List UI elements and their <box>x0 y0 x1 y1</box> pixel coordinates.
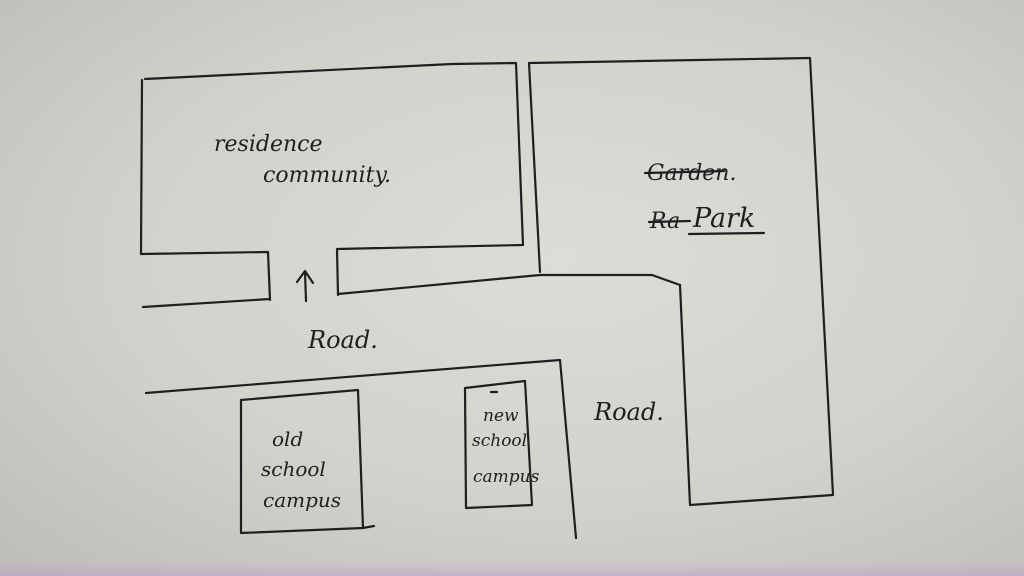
road-main-label: Road. <box>307 326 378 354</box>
new-school-label-line1: new <box>483 406 519 426</box>
residence-community-outline <box>139 61 525 302</box>
park-outline <box>527 56 835 507</box>
entrance-arrow-icon <box>295 269 315 303</box>
park-underline <box>687 231 766 236</box>
road-side-label: Road. <box>593 398 664 426</box>
road-upper-edge <box>141 273 682 309</box>
new-school-campus-outline <box>463 379 534 510</box>
new-school-label-line2: school <box>472 431 527 451</box>
old-school-label-line3: campus <box>263 488 341 512</box>
old-school-label-line2: school <box>261 457 326 481</box>
ra-strikethrough <box>647 219 692 224</box>
road-lower-edge <box>144 358 578 540</box>
garden-strikethrough <box>643 169 726 175</box>
bottom-light-glow <box>0 562 1024 576</box>
new-school-label-line3: campus <box>473 467 540 487</box>
residence-label-line1: residence <box>214 132 322 157</box>
residence-label-line2: community. <box>263 163 391 188</box>
park-label: Park <box>692 203 755 234</box>
old-school-label-line1: old <box>272 427 303 451</box>
old-school-campus-outline <box>239 388 376 535</box>
